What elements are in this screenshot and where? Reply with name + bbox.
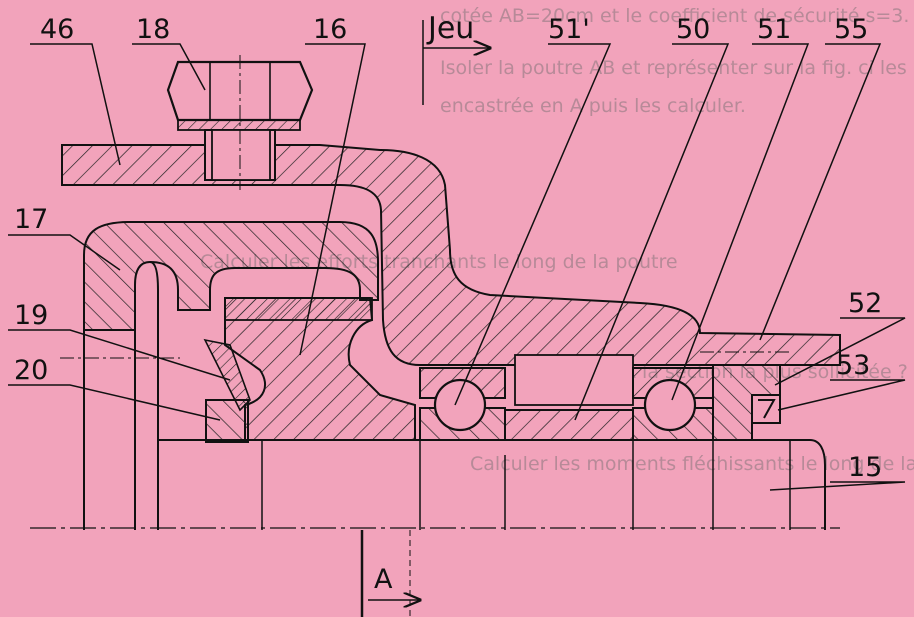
bg-line-6: Calculer les moments fléchissants le lon…	[470, 453, 914, 475]
leader-15	[769, 481, 906, 491]
label-53: 53	[836, 350, 870, 381]
label-20: 20	[14, 355, 48, 386]
shaft-groove-line	[149, 261, 159, 530]
leader-lines	[8, 43, 906, 491]
label-18: 18	[136, 14, 170, 45]
part-19-ring	[203, 338, 251, 412]
bearing-51prime	[419, 367, 506, 441]
seal-lip	[758, 399, 776, 419]
part-50-spacer	[504, 409, 634, 441]
leader-16	[299, 43, 366, 356]
label-50: 50	[676, 14, 710, 45]
part-18-bolt	[166, 55, 314, 190]
label-52: 52	[848, 288, 882, 319]
spacer-outer-gap	[514, 354, 634, 406]
leader-53	[777, 379, 906, 411]
label-51: 51	[757, 14, 791, 45]
leader-51prime	[454, 43, 612, 406]
part-46-plate	[61, 144, 841, 366]
leader-19	[8, 329, 231, 381]
part-20-nut	[205, 399, 249, 443]
label-19: 19	[14, 300, 48, 331]
section-label: A	[374, 564, 393, 595]
leader-46	[30, 43, 121, 166]
label-55: 55	[834, 14, 868, 45]
leader-20	[8, 384, 221, 421]
bg-line-1: cotée AB=20cm et le coefficient de sécur…	[440, 5, 909, 27]
bearing-51	[632, 367, 714, 441]
label-17: 17	[14, 204, 48, 235]
jeu-label: Jeu	[426, 11, 474, 46]
label-15: 15	[848, 452, 882, 483]
leader-55	[759, 43, 882, 341]
leader-18	[132, 43, 206, 91]
bg-line-3: encastrée en A puis les calculer.	[440, 95, 746, 117]
part-15-shaft	[158, 439, 826, 530]
sleeve-key	[224, 297, 373, 321]
label-16: 16	[313, 14, 347, 45]
leader-50	[574, 43, 730, 421]
part-16-sleeve	[224, 297, 416, 441]
leader-17	[8, 234, 121, 271]
bg-line-2: Isoler la poutre AB et représenter sur l…	[440, 57, 914, 79]
leader-52	[774, 317, 906, 386]
label-46: 46	[40, 14, 74, 45]
leader-51	[671, 43, 810, 401]
label-51prime: 51'	[548, 14, 590, 45]
